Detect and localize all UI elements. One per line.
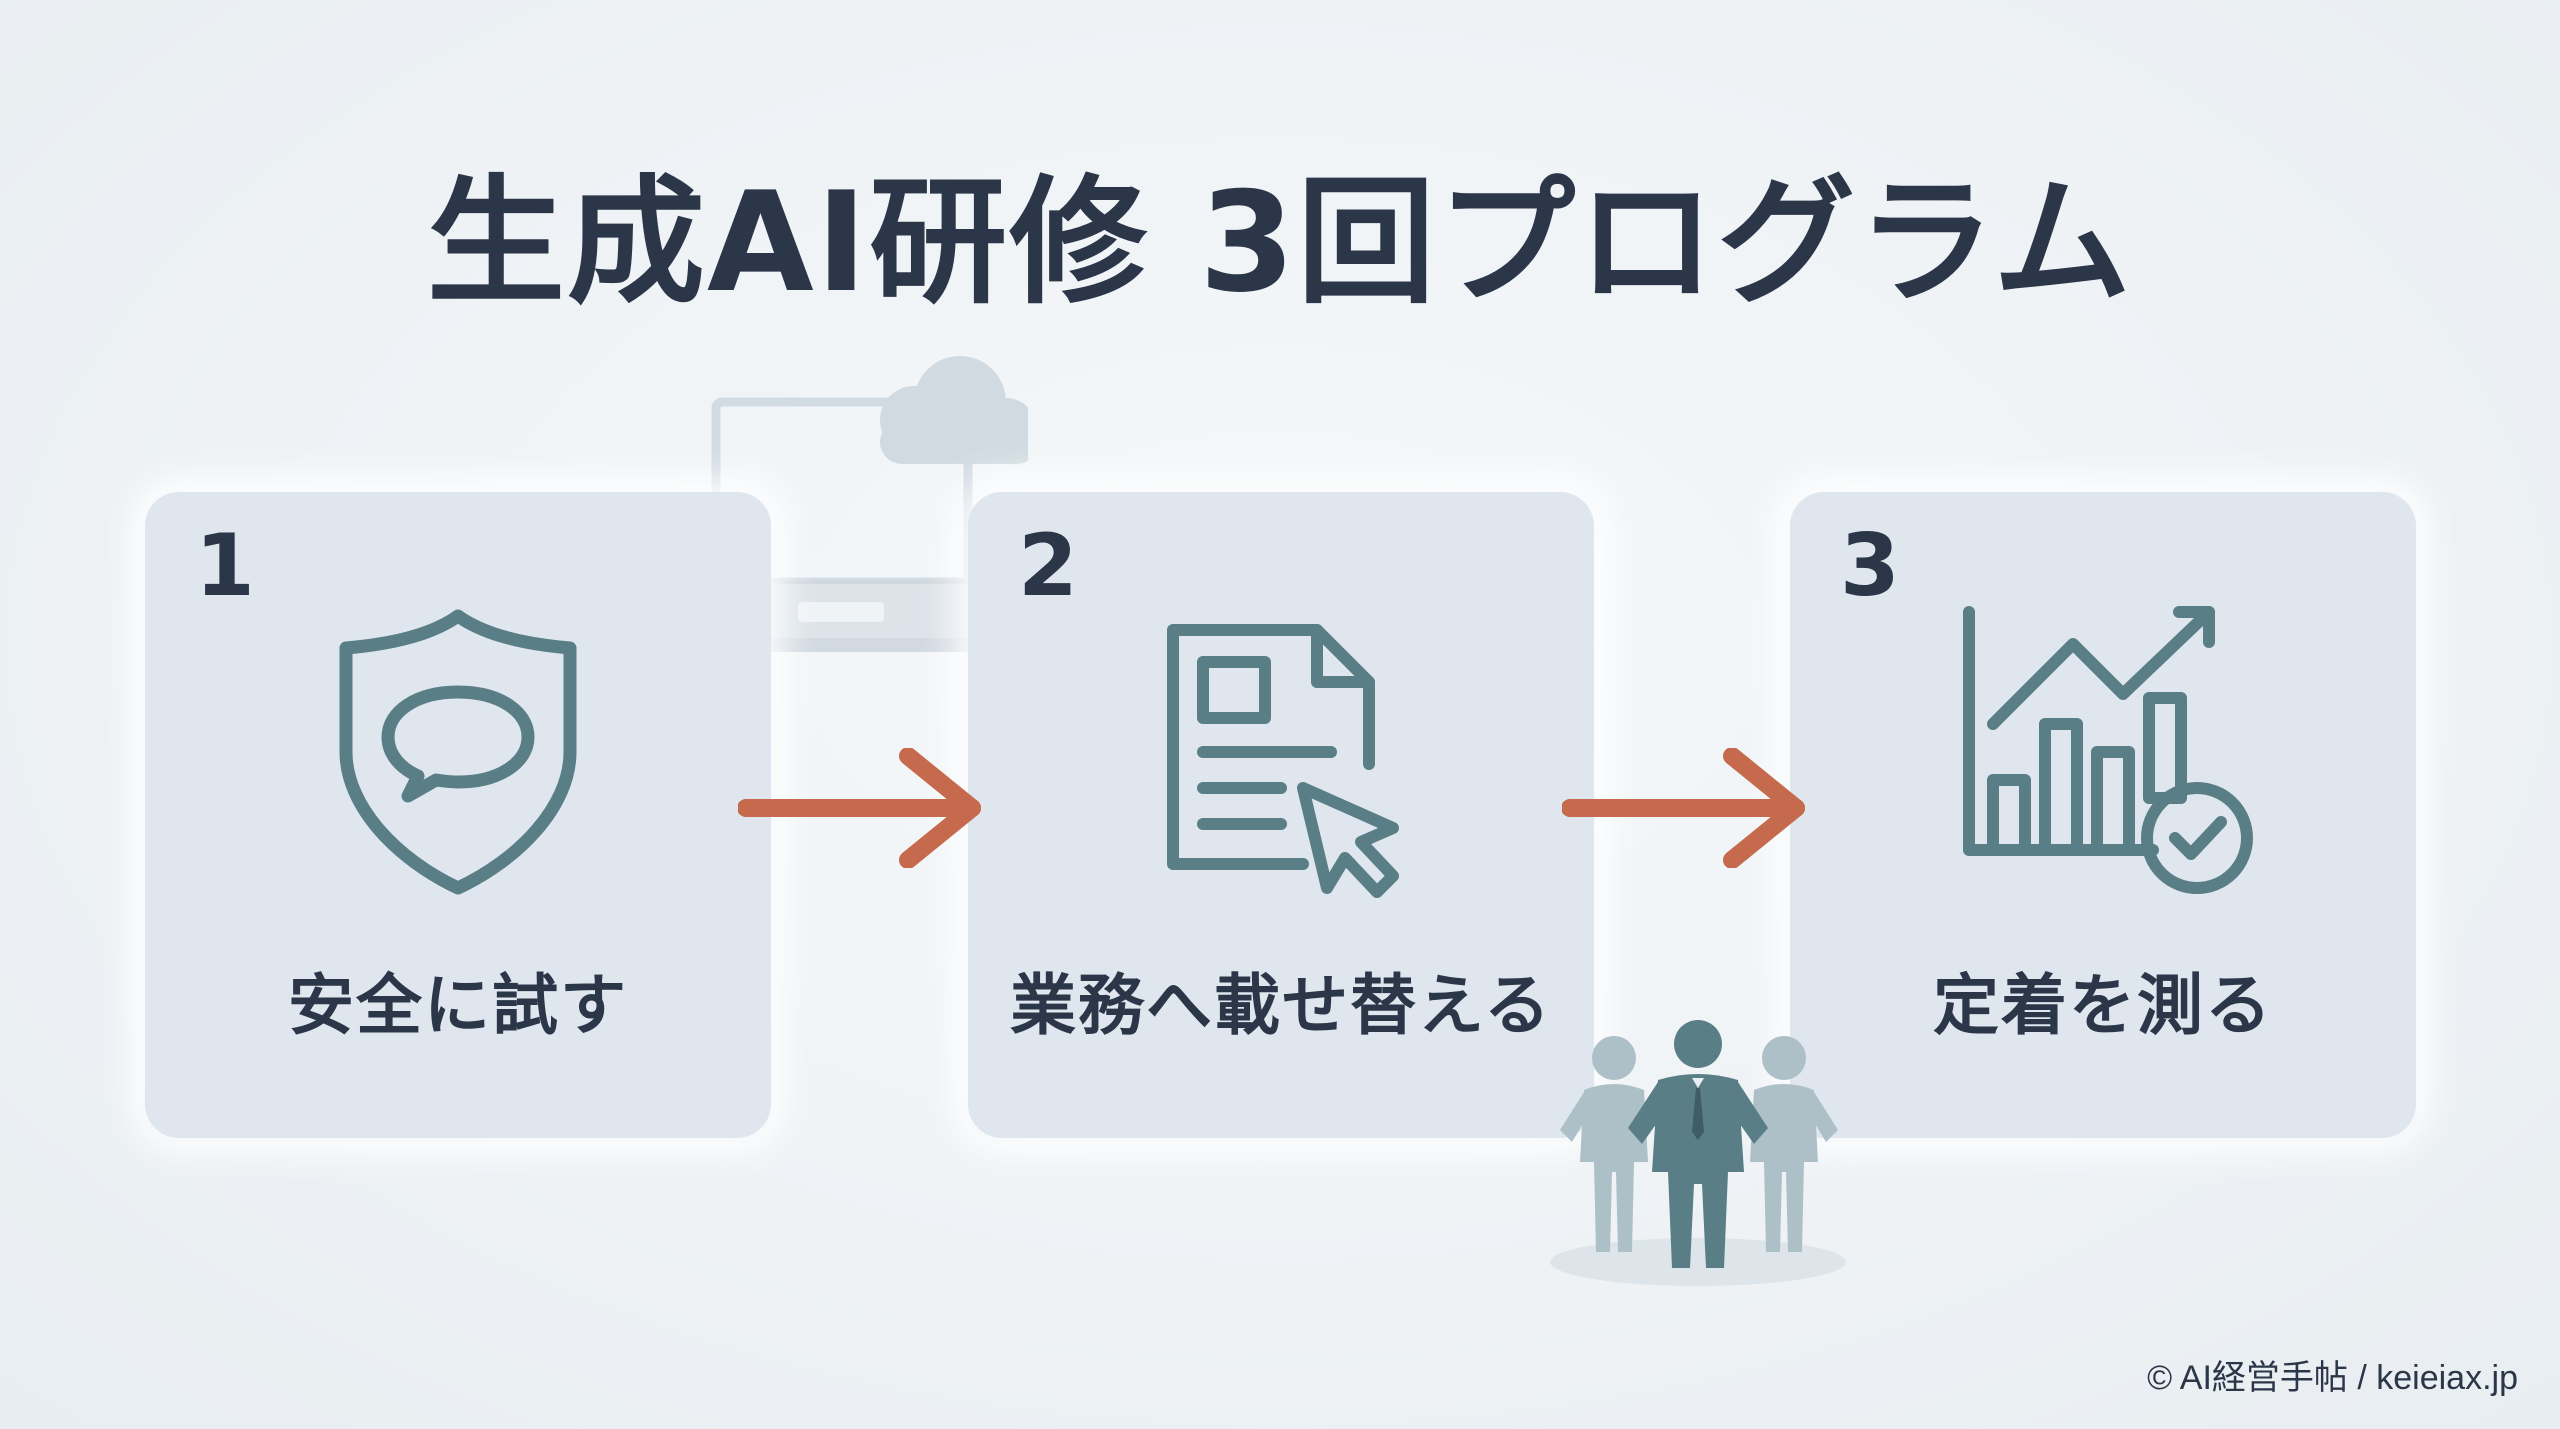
shield-chat-icon [339, 609, 577, 895]
arrow-right-icon [738, 748, 981, 868]
step-card-1: 1 安全に試す [145, 492, 771, 1138]
step-card-3: 3 定着を測る [1790, 492, 2416, 1138]
team-people-icon [1550, 1020, 1846, 1286]
step-label: 業務へ載せ替える [1009, 967, 1553, 1044]
step-label: 安全に試す [288, 967, 628, 1044]
step-number: 1 [195, 516, 255, 616]
document-cursor-icon [1167, 624, 1399, 898]
step-number: 3 [1840, 516, 1900, 616]
step-number: 2 [1018, 516, 1078, 616]
page-title: 生成AI研修 3回プログラム [426, 162, 2134, 323]
step-label: 定着を測る [1933, 967, 2273, 1044]
arrow-right-icon [1562, 748, 1805, 868]
growth-chart-check-icon [1963, 606, 2253, 894]
step-card-2: 2 業務へ載せ替える [968, 492, 1594, 1138]
copyright-text: © AI経営手帖 / keieiax.jp [2147, 1359, 2518, 1397]
